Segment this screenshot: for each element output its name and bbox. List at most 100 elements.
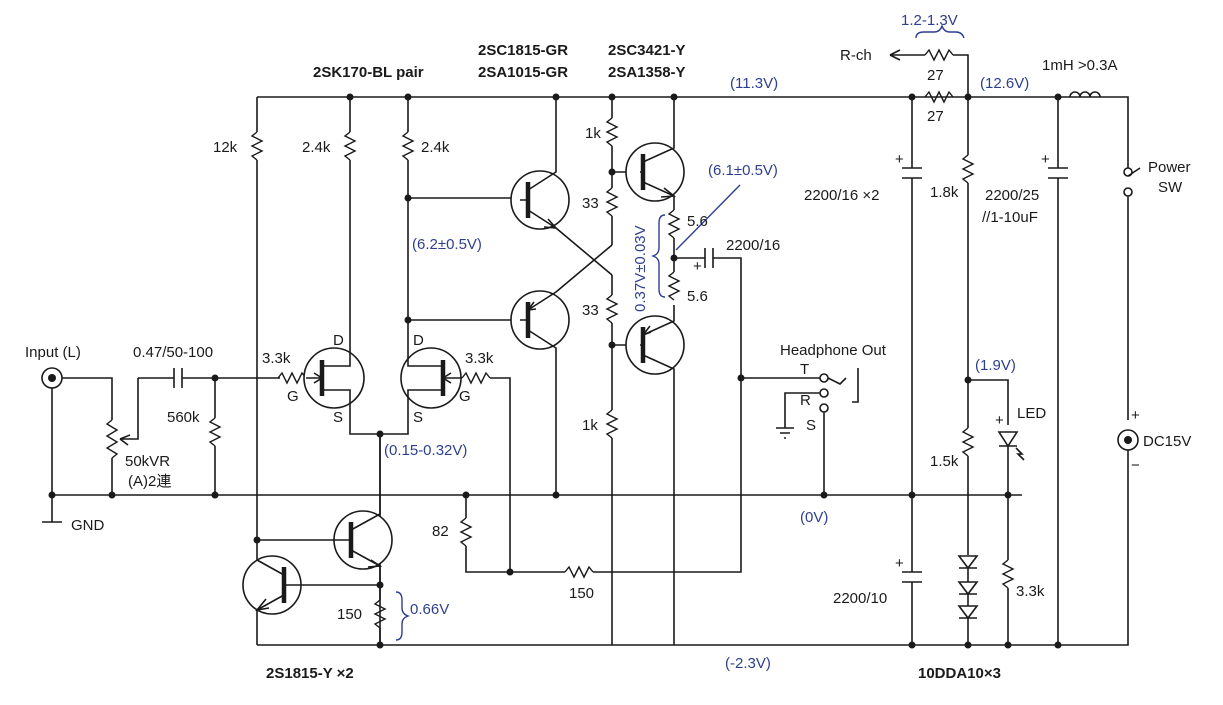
label-dc-in: DC15V (1143, 433, 1191, 450)
plus-led: + (995, 412, 1004, 429)
label-r560k: 560k (167, 409, 200, 426)
label-cap-output: 2200/16 (726, 237, 780, 254)
minus-dc: − (1131, 457, 1140, 474)
cross-wires (555, 227, 613, 293)
label-cap-input: 0.47/50-100 (133, 344, 213, 361)
plus-cap-supply-neg: + (895, 555, 904, 572)
output-npn (625, 97, 685, 210)
volt-vbe: 0.66V (410, 601, 449, 618)
label-current-source: 2S1815-Y ×2 (266, 665, 354, 682)
label-input: Input (L) (25, 344, 81, 361)
led-branch (961, 97, 1025, 555)
label-driver-pnp: 2SA1015-GR (478, 64, 568, 81)
supply-cap-pos (902, 97, 922, 645)
volt-mid-out: (6.1±0.5V) (708, 162, 778, 179)
label-cap-supply-main: 2200/25 (985, 187, 1039, 204)
label-r2-4k-right: 2.4k (421, 139, 450, 156)
rch-branch (889, 48, 969, 97)
label-r33-bottom: 33 (582, 302, 599, 319)
label-r27-main: 27 (927, 108, 944, 125)
label-r1-5k: 1.5k (930, 453, 959, 470)
bias-chain (605, 97, 640, 645)
label-volume-type: (A)2連 (128, 473, 171, 490)
label-jack-r: R (800, 392, 811, 409)
dc-jack (1117, 429, 1139, 470)
label-r82: 82 (432, 523, 449, 540)
gate-resistor-right (461, 371, 511, 572)
label-inductor: 1mH >0.3A (1042, 57, 1117, 74)
volt-jfet-source: (0.15-0.32V) (384, 442, 467, 459)
r27-main (924, 90, 954, 104)
volt-rch-drop: 1.2-1.3V (901, 12, 958, 29)
label-r1k-bottom: 1k (582, 417, 598, 434)
label-r1k-top: 1k (585, 125, 601, 142)
label-r3-3k-gate-right: 3.3k (465, 350, 494, 367)
plus-cap-output: + (693, 258, 702, 275)
pin-s-right: S (413, 409, 423, 426)
current-source-lower (242, 555, 380, 615)
label-power-sw: Power (1148, 159, 1191, 176)
r560k (208, 378, 222, 495)
volt-v11-3: (11.3V) (730, 75, 778, 92)
volt-neg-rail: (-2.3V) (725, 655, 771, 672)
feedback-network (459, 378, 742, 579)
label-r33-top: 33 (582, 195, 599, 212)
label-headphone: Headphone Out (780, 342, 887, 359)
label-r2-4k-left: 2.4k (302, 139, 331, 156)
output-cap (674, 248, 742, 378)
label-r150-fb: 150 (569, 585, 594, 602)
label-cap-supply-pos: 2200/16 ×2 (804, 187, 880, 204)
label-r5-6-bottom: 5.6 (687, 288, 708, 305)
pin-d-right: D (413, 332, 424, 349)
pin-g-right: G (459, 388, 471, 405)
jfet-left (303, 347, 365, 410)
label-volume: 50kVR (125, 453, 170, 470)
label-r3-3k-gate-left: 3.3k (262, 350, 291, 367)
diode-stack (957, 555, 979, 645)
label-r150-cs: 150 (337, 606, 362, 623)
volt-drain-node: (6.2±0.5V) (412, 236, 482, 253)
volt-v12-6: (12.6V) (980, 75, 1029, 92)
pin-d-left: D (333, 332, 344, 349)
input-cap (138, 368, 280, 388)
volt-led-node: (1.9V) (975, 357, 1016, 374)
junction-dots (48, 93, 1062, 649)
label-output-npn: 2SC3421-Y (608, 42, 686, 59)
rail-top (257, 96, 1129, 168)
output-pnp (625, 305, 685, 645)
label-r5-6-top: 5.6 (687, 213, 708, 230)
r3-3k-led (1001, 495, 1015, 645)
label-r27-rch: 27 (927, 67, 944, 84)
label-r12k: 12k (213, 139, 238, 156)
pin-g-left: G (287, 388, 299, 405)
power-switch (1123, 167, 1141, 420)
label-r3-3k-led: 3.3k (1016, 583, 1045, 600)
pin-s-left: S (333, 409, 343, 426)
volume-pot (105, 378, 139, 495)
label-jack-t: T (800, 361, 809, 378)
annotation-marks (395, 23, 965, 641)
label-r1-8k: 1.8k (930, 184, 959, 201)
label-jack-s: S (806, 417, 816, 434)
rail-negative (257, 470, 1129, 646)
driver-npn (510, 97, 570, 230)
supply-cap-main (1048, 97, 1068, 645)
driver-pnp (510, 290, 570, 495)
headphone-jack (741, 368, 859, 495)
label-led: LED (1017, 405, 1046, 422)
volt-bias: 0.37V±0.03V (632, 225, 649, 312)
label-output-pnp: 2SA1358-Y (608, 64, 686, 81)
label-jfet-pair: 2SK170-BL pair (313, 64, 424, 81)
inductor (1069, 91, 1101, 98)
label-gnd: GND (71, 517, 105, 534)
label-cap-supply-neg: 2200/10 (833, 590, 887, 607)
current-source-upper (257, 434, 393, 585)
label-cap-supply-bypass: //1-10uF (982, 209, 1038, 226)
input-jack (41, 367, 113, 523)
plus-cap-supply-pos: + (895, 151, 904, 168)
label-diodes: 10DDA10×3 (918, 665, 1001, 682)
volt-zero: (0V) (800, 509, 828, 526)
plus-cap-supply-main: + (1041, 151, 1050, 168)
label-driver-npn: 2SC1815-GR (478, 42, 568, 59)
